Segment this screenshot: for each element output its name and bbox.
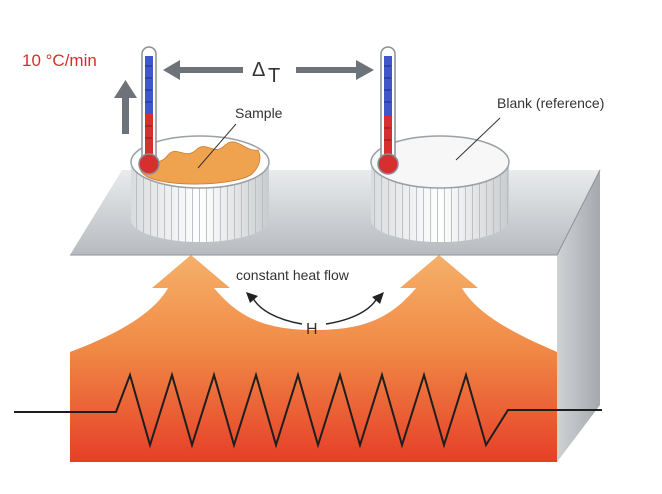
delta-t-arrow	[163, 60, 374, 80]
sample-material	[139, 141, 261, 185]
sample-thermometer	[138, 46, 160, 175]
sample-pan	[130, 135, 270, 242]
sample-label: Sample	[235, 105, 283, 121]
delta-symbol: Δ	[252, 59, 265, 81]
block-edges	[70, 169, 601, 256]
heat-zone	[70, 255, 557, 462]
reference-thermometer	[377, 46, 399, 175]
h-arrow	[246, 292, 384, 325]
reference-pan	[370, 135, 510, 242]
heater-coil	[14, 371, 602, 449]
heating-rate-label: 10 °C/min	[22, 51, 97, 70]
heating-rate-arrow	[114, 80, 137, 134]
h-label: H	[306, 321, 318, 338]
heat-flow-label: constant heat flow	[236, 267, 350, 283]
delta-subscript: T	[268, 65, 280, 87]
sample-thermometer-bulb	[138, 153, 160, 175]
blank-leader-line	[455, 117, 501, 161]
reference-thermometer-bulb	[377, 153, 399, 175]
reference-pan-rim	[370, 135, 510, 189]
sample-leader-line	[197, 123, 237, 169]
block-side-face	[557, 170, 600, 462]
blank-label: Blank (reference)	[497, 95, 604, 111]
